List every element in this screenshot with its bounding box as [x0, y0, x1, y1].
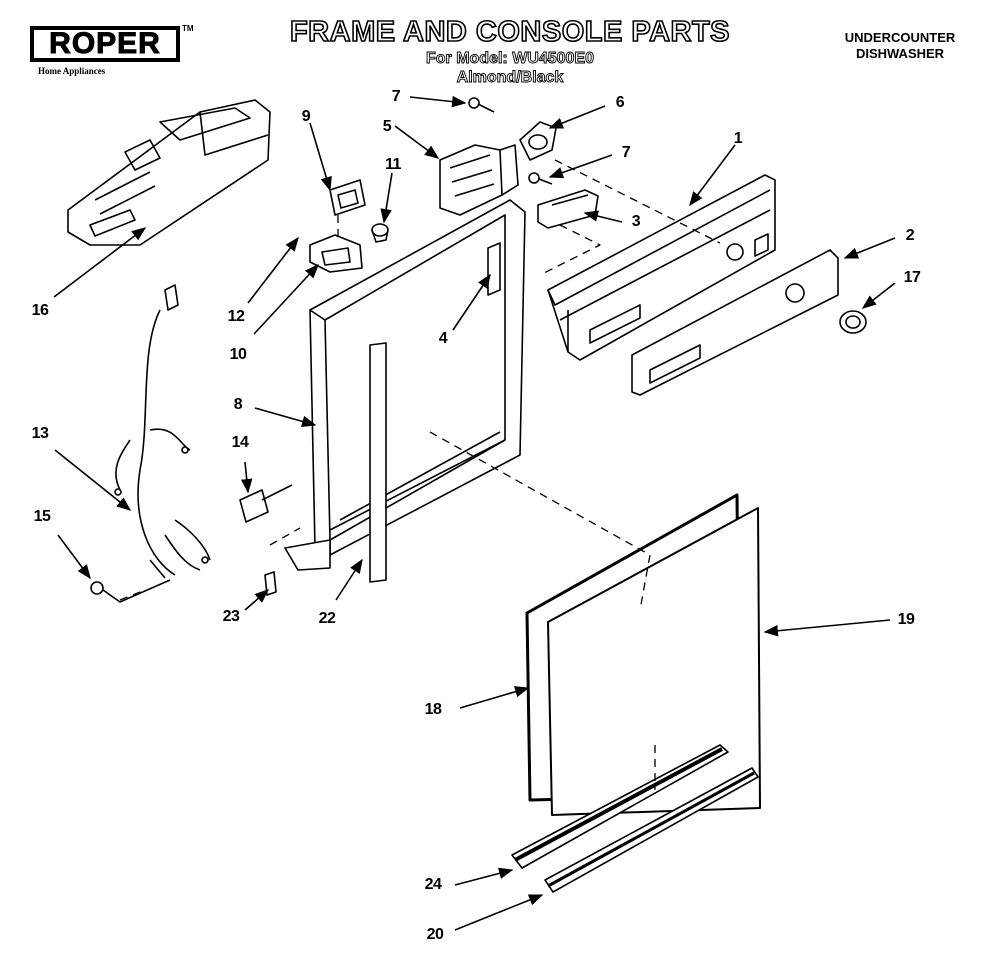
category-line-2: DISHWASHER — [855, 46, 945, 61]
switch-assembly-shape — [239, 484, 293, 523]
callout-16: 16 — [31, 302, 49, 319]
callout-19: 19 — [897, 611, 915, 628]
brand-tagline: Home Appliances — [38, 66, 106, 76]
callout-15: 15 — [33, 508, 51, 525]
console-shape — [547, 174, 776, 361]
callout-14: 14 — [231, 434, 249, 451]
screw-lower-shape — [528, 172, 553, 185]
door-latch-shape — [329, 179, 366, 216]
timer-knob-shape — [519, 121, 557, 161]
screw-upper-shape — [468, 97, 495, 113]
callout-3: 3 — [631, 213, 641, 230]
toe-panel-bracket-shape — [67, 99, 271, 246]
trim-strip-shape — [369, 342, 387, 583]
callout-13: 13 — [31, 425, 49, 442]
callout-24: 24 — [424, 876, 442, 893]
ground-screw-shape — [90, 579, 171, 603]
callout-11: 11 — [385, 156, 401, 173]
latch-mount-shape — [309, 234, 363, 273]
callout-9: 9 — [301, 108, 311, 125]
switch-shape — [537, 189, 599, 229]
callout-18: 18 — [424, 701, 442, 718]
callout-20: 20 — [426, 926, 444, 943]
callout-10: 10 — [229, 346, 247, 363]
callout-2: 2 — [905, 227, 915, 244]
leader-arrows — [53, 95, 896, 931]
category-line-1: UNDERCOUNTER — [844, 30, 956, 45]
knob-shape — [839, 310, 867, 334]
console-panel-shape — [631, 249, 839, 396]
callout-1: 1 — [733, 130, 743, 147]
diagram-title: FRAME AND CONSOLE PARTS — [289, 15, 731, 49]
brand-trademark: TM — [182, 24, 194, 33]
callout-7-lower: 7 — [621, 144, 631, 161]
alignment-lines — [119, 159, 721, 790]
color-line: Almond/Black — [456, 69, 564, 87]
brand-name: ROPER — [30, 26, 180, 62]
callout-6: 6 — [615, 94, 625, 111]
model-line: For Model: WU4500E0 — [425, 50, 595, 68]
callout-12: 12 — [227, 308, 245, 325]
callout-22: 22 — [318, 610, 336, 627]
bottom-trim-shape — [511, 744, 729, 869]
callout-8: 8 — [233, 396, 243, 413]
callout-23: 23 — [222, 608, 240, 625]
door-frame-shape — [284, 199, 526, 571]
latch-knob-shape — [371, 223, 389, 243]
callout-5: 5 — [382, 118, 392, 135]
wire-harness-shape — [114, 284, 211, 579]
callout-17: 17 — [903, 269, 921, 286]
timer-shape — [439, 144, 519, 216]
callout-4: 4 — [438, 330, 448, 347]
callout-7-upper: 7 — [391, 88, 401, 105]
door-panel-shape — [547, 507, 761, 816]
bottom-channel-shape — [544, 767, 759, 893]
